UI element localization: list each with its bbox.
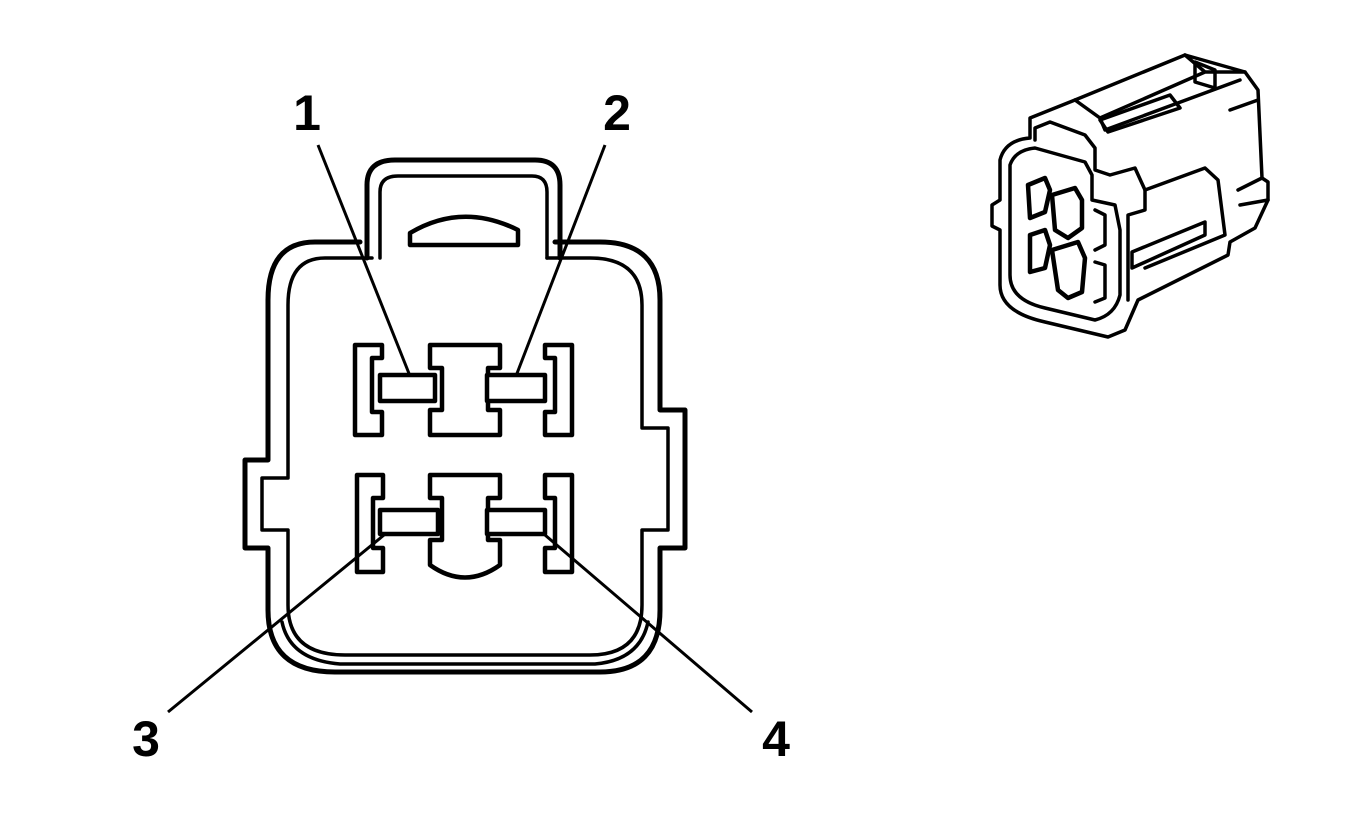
lock-tab-inner — [378, 174, 549, 260]
pin-label-4: 4 — [762, 711, 790, 767]
cavity-bracket-lower-right — [542, 472, 575, 575]
iso-front-inner — [1008, 146, 1122, 322]
connector-isometric-view — [990, 53, 1270, 339]
cavity-bracket-lower-left — [354, 472, 386, 575]
pin-label-3: 3 — [132, 711, 160, 767]
leader-lines — [167, 144, 753, 714]
terminal-4 — [484, 507, 548, 537]
cavity-bracket-upper-left — [352, 342, 385, 438]
housing-inner-outline — [260, 256, 670, 657]
iso-cavity-lower-right — [1049, 239, 1088, 301]
housing-bottom-lip — [280, 620, 650, 666]
housing-outer-outline — [242, 239, 688, 675]
lock-tab-outer — [364, 157, 563, 261]
iso-side-panel — [1130, 166, 1227, 270]
lock-window — [407, 214, 521, 248]
iso-right-edge — [1228, 98, 1270, 207]
iso-top-lock — [1098, 60, 1217, 134]
terminal-3 — [377, 507, 441, 537]
leader-line-2 — [514, 144, 607, 377]
leader-line-1 — [316, 144, 412, 377]
iso-cavity-lower-left — [1027, 227, 1053, 275]
terminal-1 — [377, 372, 438, 404]
iso-cavity-upper-right — [1049, 185, 1085, 241]
pin-label-1: 1 — [293, 85, 321, 141]
terminal-2 — [484, 372, 548, 404]
iso-body-outline — [990, 53, 1270, 339]
iso-cavity-bracket-right — [1093, 208, 1107, 304]
pin-label-2: 2 — [603, 85, 631, 141]
connector-face-view — [242, 157, 688, 675]
cavity-divider-upper — [427, 342, 503, 438]
iso-cavity-upper-left — [1025, 175, 1053, 221]
leader-line-4 — [544, 533, 753, 714]
cavity-bracket-upper-right — [542, 342, 575, 438]
leader-line-3 — [167, 533, 385, 714]
iso-front-frame — [1033, 120, 1147, 302]
